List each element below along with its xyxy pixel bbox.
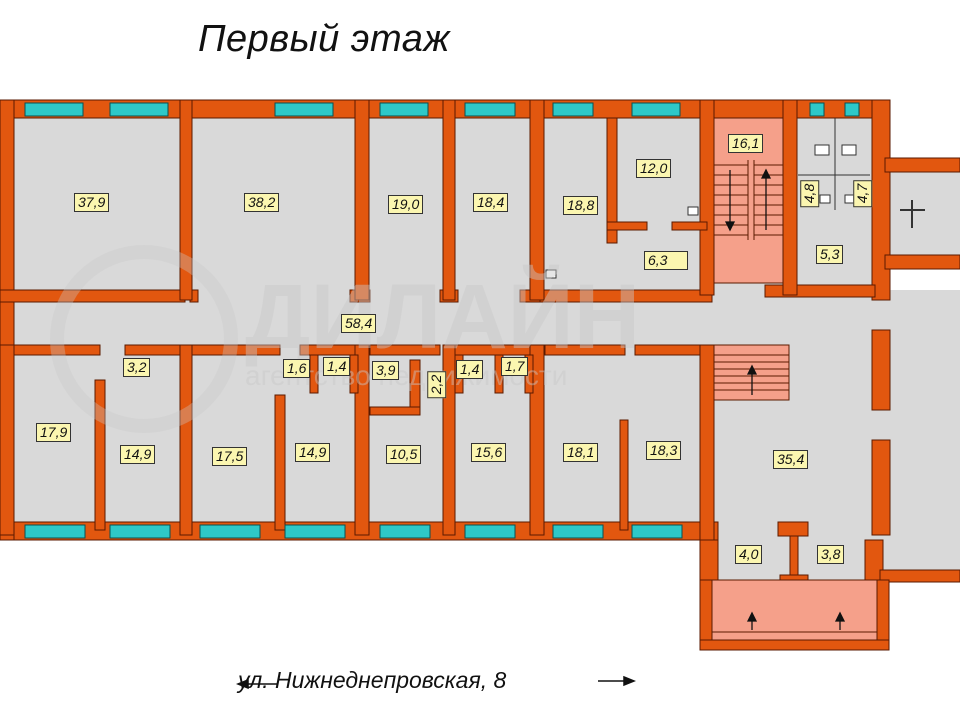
street-arrows bbox=[235, 675, 637, 690]
windows bbox=[24, 102, 860, 539]
room-area-label: 6,3 bbox=[644, 251, 688, 270]
room-area-label: 1,6 bbox=[283, 359, 311, 378]
room-area-label: 3,9 bbox=[372, 361, 400, 380]
room-area-label: 1,4 bbox=[456, 360, 484, 379]
room-area-label: 35,4 bbox=[773, 450, 809, 469]
room-area-label: 18,1 bbox=[563, 443, 599, 462]
room-area-label: 19,0 bbox=[388, 195, 424, 214]
room-area-label: 4,0 bbox=[735, 545, 763, 564]
room-area-label: 18,4 bbox=[473, 193, 509, 212]
room-area-label: 3,8 bbox=[817, 545, 845, 564]
room-area-label: 37,9 bbox=[74, 193, 110, 212]
room-area-label: 10,5 bbox=[386, 445, 422, 464]
room-area-label: 14,9 bbox=[120, 445, 156, 464]
gate-symbol bbox=[900, 200, 925, 228]
room-area-label: 5,3 bbox=[816, 245, 844, 264]
room-area-label: 3,2 bbox=[123, 358, 151, 377]
room-area-label: 15,6 bbox=[471, 443, 507, 462]
page-title: Первый этаж bbox=[198, 18, 450, 60]
room-area-label: 18,3 bbox=[646, 441, 682, 460]
room-area-label: 17,5 bbox=[212, 447, 248, 466]
room-area-label: 38,2 bbox=[244, 193, 280, 212]
room-area-label: 4,8 bbox=[800, 179, 820, 208]
room-area-label: 12,0 bbox=[636, 159, 672, 178]
street-caption: ул. Нижнеднепровская, 8 bbox=[238, 667, 507, 693]
wc-fixtures bbox=[545, 118, 870, 279]
room-area-label: 58,4 bbox=[341, 314, 377, 333]
room-area-label: 1,4 bbox=[323, 357, 351, 376]
room-area-label: 14,9 bbox=[295, 443, 331, 462]
room-area-label: 2,2 bbox=[427, 370, 447, 399]
room-area-label: 4,7 bbox=[853, 179, 873, 208]
watermark-main: ДИЛАЙН bbox=[245, 266, 641, 368]
watermark-logo bbox=[50, 245, 238, 433]
room-area-label: 16,1 bbox=[728, 134, 764, 153]
room-area-label: 1,7 bbox=[501, 357, 529, 376]
room-area-label: 17,9 bbox=[36, 423, 72, 442]
stair-arrows bbox=[724, 168, 846, 630]
room-area-label: 18,8 bbox=[563, 196, 599, 215]
